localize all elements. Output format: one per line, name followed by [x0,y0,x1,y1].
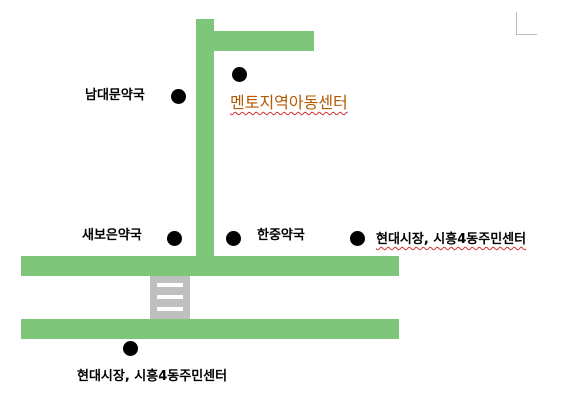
marker-namdaemun-pharmacy[interactable] [171,89,186,104]
crosswalk [150,276,190,319]
crosswalk-stripe [157,307,183,311]
label-mento-center: 멘토지역아동센터 [230,93,348,112]
marker-hanjung-pharmacy[interactable] [226,231,241,246]
label-saebo-pharmacy: 새보은약국 [82,228,142,243]
label-namdaemun-pharmacy: 남대문약국 [85,88,145,103]
page-corner-mark [516,12,537,35]
marker-market-right[interactable] [350,231,365,246]
marker-saebo-pharmacy[interactable] [167,231,182,246]
marker-mento-center[interactable] [232,67,247,82]
label-market-bottom: 현대시장, 시흥4동주민센터 [77,369,228,384]
road-vertical-main [196,19,214,261]
label-hanjung-pharmacy: 한중약국 [257,228,305,243]
crosswalk-stripe [157,283,183,287]
road-horizontal-upper [21,256,399,276]
label-market-right: 현대시장, 시흥4동주민센터 [376,232,527,247]
road-horizontal-lower [21,319,399,339]
road-branch-top [196,31,314,51]
crosswalk-stripe [157,295,183,299]
marker-market-bottom[interactable] [123,341,138,356]
